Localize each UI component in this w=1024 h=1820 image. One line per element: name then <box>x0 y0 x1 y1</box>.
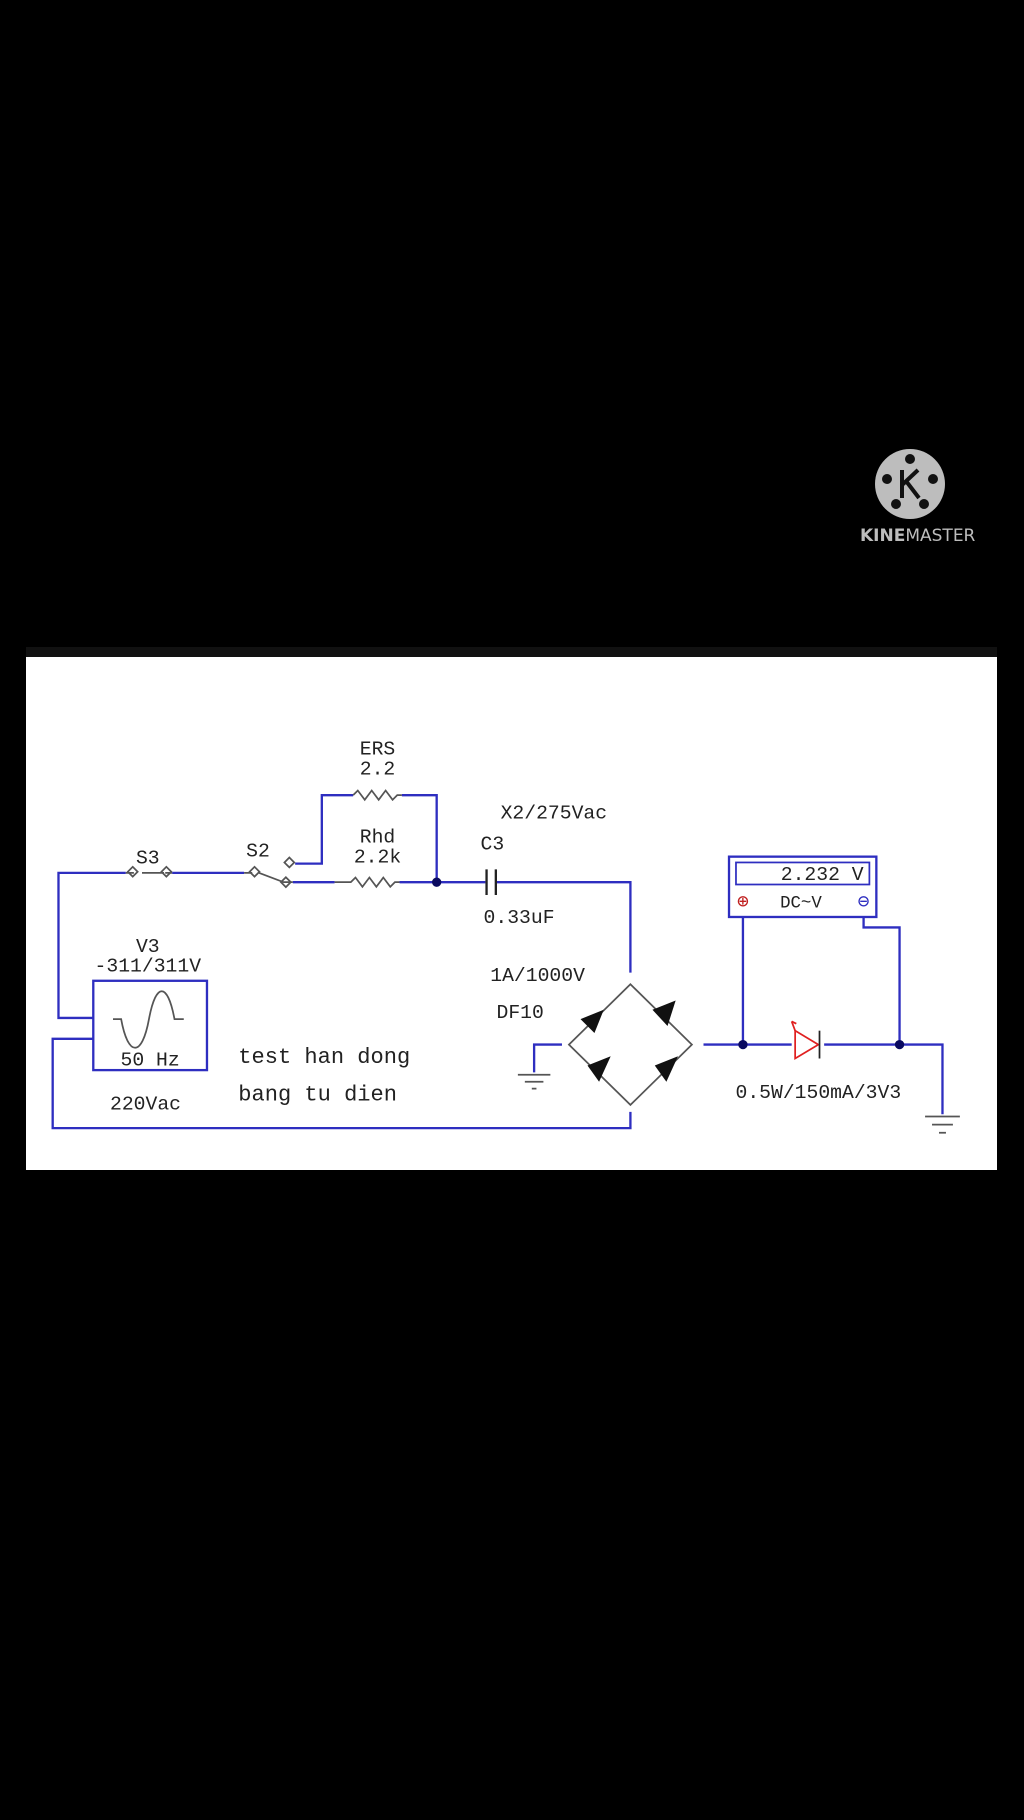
zener-diode <box>790 1020 821 1061</box>
note-line2: bang tu dien <box>238 1082 397 1107</box>
source-name: V3 <box>136 936 160 958</box>
meter-minus-terminal: ⊖ <box>858 892 870 914</box>
wire-meter <box>741 916 901 1045</box>
sine-wave-icon <box>113 990 184 1049</box>
capacitor-c3 <box>485 869 497 895</box>
junction-dot <box>738 1039 748 1050</box>
capacitor-name: C3 <box>481 834 505 856</box>
capacitor-value: 0.33uF <box>484 907 555 929</box>
bridge-rectifier <box>567 983 694 1107</box>
meter-reading: 2.232 V <box>781 864 864 886</box>
wire-left-top <box>57 871 335 1020</box>
note-line1: test han dong <box>238 1045 410 1070</box>
ers-value: 2.2 <box>360 758 396 780</box>
kinemaster-text: KINEMASTER <box>860 526 976 546</box>
meter-mode: DC~V <box>780 895 822 914</box>
ers-name: ERS <box>360 739 396 761</box>
ground-icon <box>925 1115 960 1134</box>
bridge-part: DF10 <box>497 1002 544 1024</box>
switch-s3-label: S3 <box>136 848 160 870</box>
wire-bridge-ground <box>532 1043 562 1073</box>
resistor-rhd <box>334 876 400 889</box>
voltmeter: 2.232 V ⊕ DC~V ⊖ <box>727 855 878 919</box>
meter-plus-terminal: ⊕ <box>737 892 749 914</box>
junction-dot <box>894 1039 905 1050</box>
switch-s2 <box>244 856 296 889</box>
bridge-rating: 1A/1000V <box>490 965 585 987</box>
kinemaster-watermark: KINEMASTER <box>860 448 976 546</box>
switch-s3 <box>125 865 173 878</box>
wire-rhd-cap <box>399 881 632 973</box>
junction-dot <box>432 877 442 887</box>
resistor-ers <box>352 789 402 802</box>
wire-bottom <box>51 1037 632 1130</box>
wire-ers-branch <box>295 794 438 883</box>
circuit-schematic: S3 S2 ERS 2.2 Rhd 2.2k X2/275Vac C3 0.33… <box>51 739 960 1134</box>
panel-top-bar <box>26 647 997 657</box>
schematic-panel: S3 S2 ERS 2.2 Rhd 2.2k X2/275Vac C3 0.33… <box>26 657 997 1170</box>
rhd-name: Rhd <box>360 827 396 849</box>
source-frequency: 50 Hz <box>121 1049 180 1071</box>
source-range: -311/311V <box>95 956 202 978</box>
source-voltage-label: 220Vac <box>110 1094 181 1116</box>
ac-source <box>92 979 209 1072</box>
rhd-value: 2.2k <box>354 846 401 868</box>
zener-label: 0.5W/150mA/3V3 <box>736 1082 902 1104</box>
kinemaster-logo-icon <box>875 449 945 519</box>
capacitor-rating: X2/275Vac <box>501 802 608 824</box>
ground-icon <box>517 1073 551 1090</box>
switch-s2-label: S2 <box>246 841 270 863</box>
